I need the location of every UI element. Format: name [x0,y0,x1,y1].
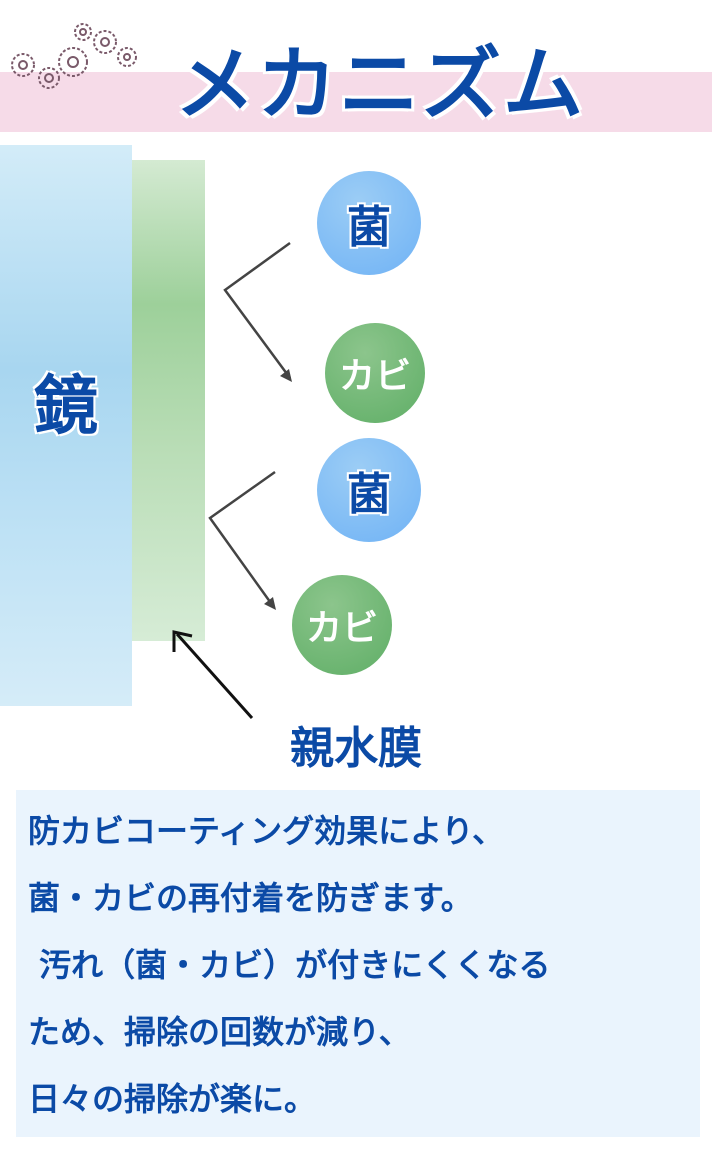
description-line: 日々の掃除が楽に。 [28,1080,317,1118]
germ-label: 菌 [347,469,391,520]
description-line: 汚れ（菌・カビ）が付きにくくなる [28,946,551,984]
description-line: 菌・カビの再付着を防ぎます。 [28,879,473,917]
title-band [0,72,712,132]
page-title: メカニズム [175,38,585,131]
description-line: ため、掃除の回数が減り、 [28,1013,411,1051]
mold-circle: カビ [325,323,425,423]
mold-circle: カビ [292,575,392,675]
bounce-arrow-2 [208,470,276,607]
film-pointer-arrow [175,633,254,719]
germ-circle: 菌 [317,171,421,275]
gears-icon [11,23,137,89]
mold-label: カビ [338,356,411,397]
mirror-label: 鏡 [34,370,98,444]
bounce-arrow-1 [223,241,292,379]
mold-label: カビ [305,608,378,649]
film-label: 親水膜 [290,723,422,774]
mirror [0,145,132,706]
description-box: 防カビコーティング効果により、 菌・カビの再付着を防ぎます。 汚れ（菌・カビ）が… [16,790,700,1137]
hydrophilic-film [132,160,205,641]
germ-label: 菌 [347,202,391,253]
description-line: 防カビコーティング効果により、 [28,812,505,850]
germ-circle: 菌 [317,438,421,542]
